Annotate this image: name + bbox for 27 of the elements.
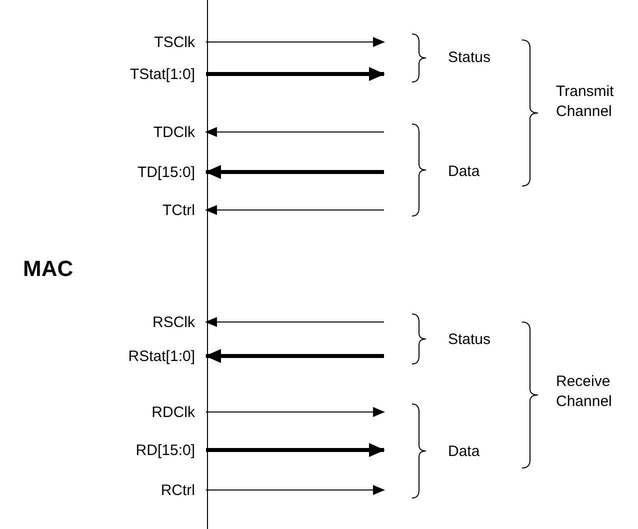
arrow [205, 165, 384, 179]
signal-name: TD[15:0] [99, 164, 205, 182]
arrow [205, 317, 384, 327]
arrow [206, 407, 385, 417]
signal-group-label: Data [448, 162, 480, 182]
arrow [206, 67, 385, 81]
arrow [205, 127, 384, 137]
signal-name: TStat[1:0] [99, 66, 205, 84]
signal-group-label: Status [448, 48, 491, 68]
arrow [206, 37, 385, 47]
arrow [206, 443, 385, 457]
signal-name: RSClk [99, 314, 205, 332]
group-label: Transmit Channel [556, 82, 615, 122]
block-title: MAC [23, 256, 74, 282]
signal-group-label: Data [448, 442, 480, 462]
signal-name: TDClk [99, 124, 205, 142]
arrow [205, 349, 384, 363]
signal-name: RCtrl [99, 482, 205, 500]
signal-name: RD[15:0] [99, 442, 205, 460]
arrow [205, 205, 384, 215]
arrow [206, 485, 385, 495]
signal-name: TCtrl [99, 202, 205, 220]
signal-group-label: Status [448, 330, 491, 350]
signal-name: RStat[1:0] [99, 348, 205, 366]
signal-name: RDClk [99, 404, 205, 422]
group-label: Receive Channel [556, 372, 613, 412]
signal-name: TSClk [99, 34, 205, 52]
